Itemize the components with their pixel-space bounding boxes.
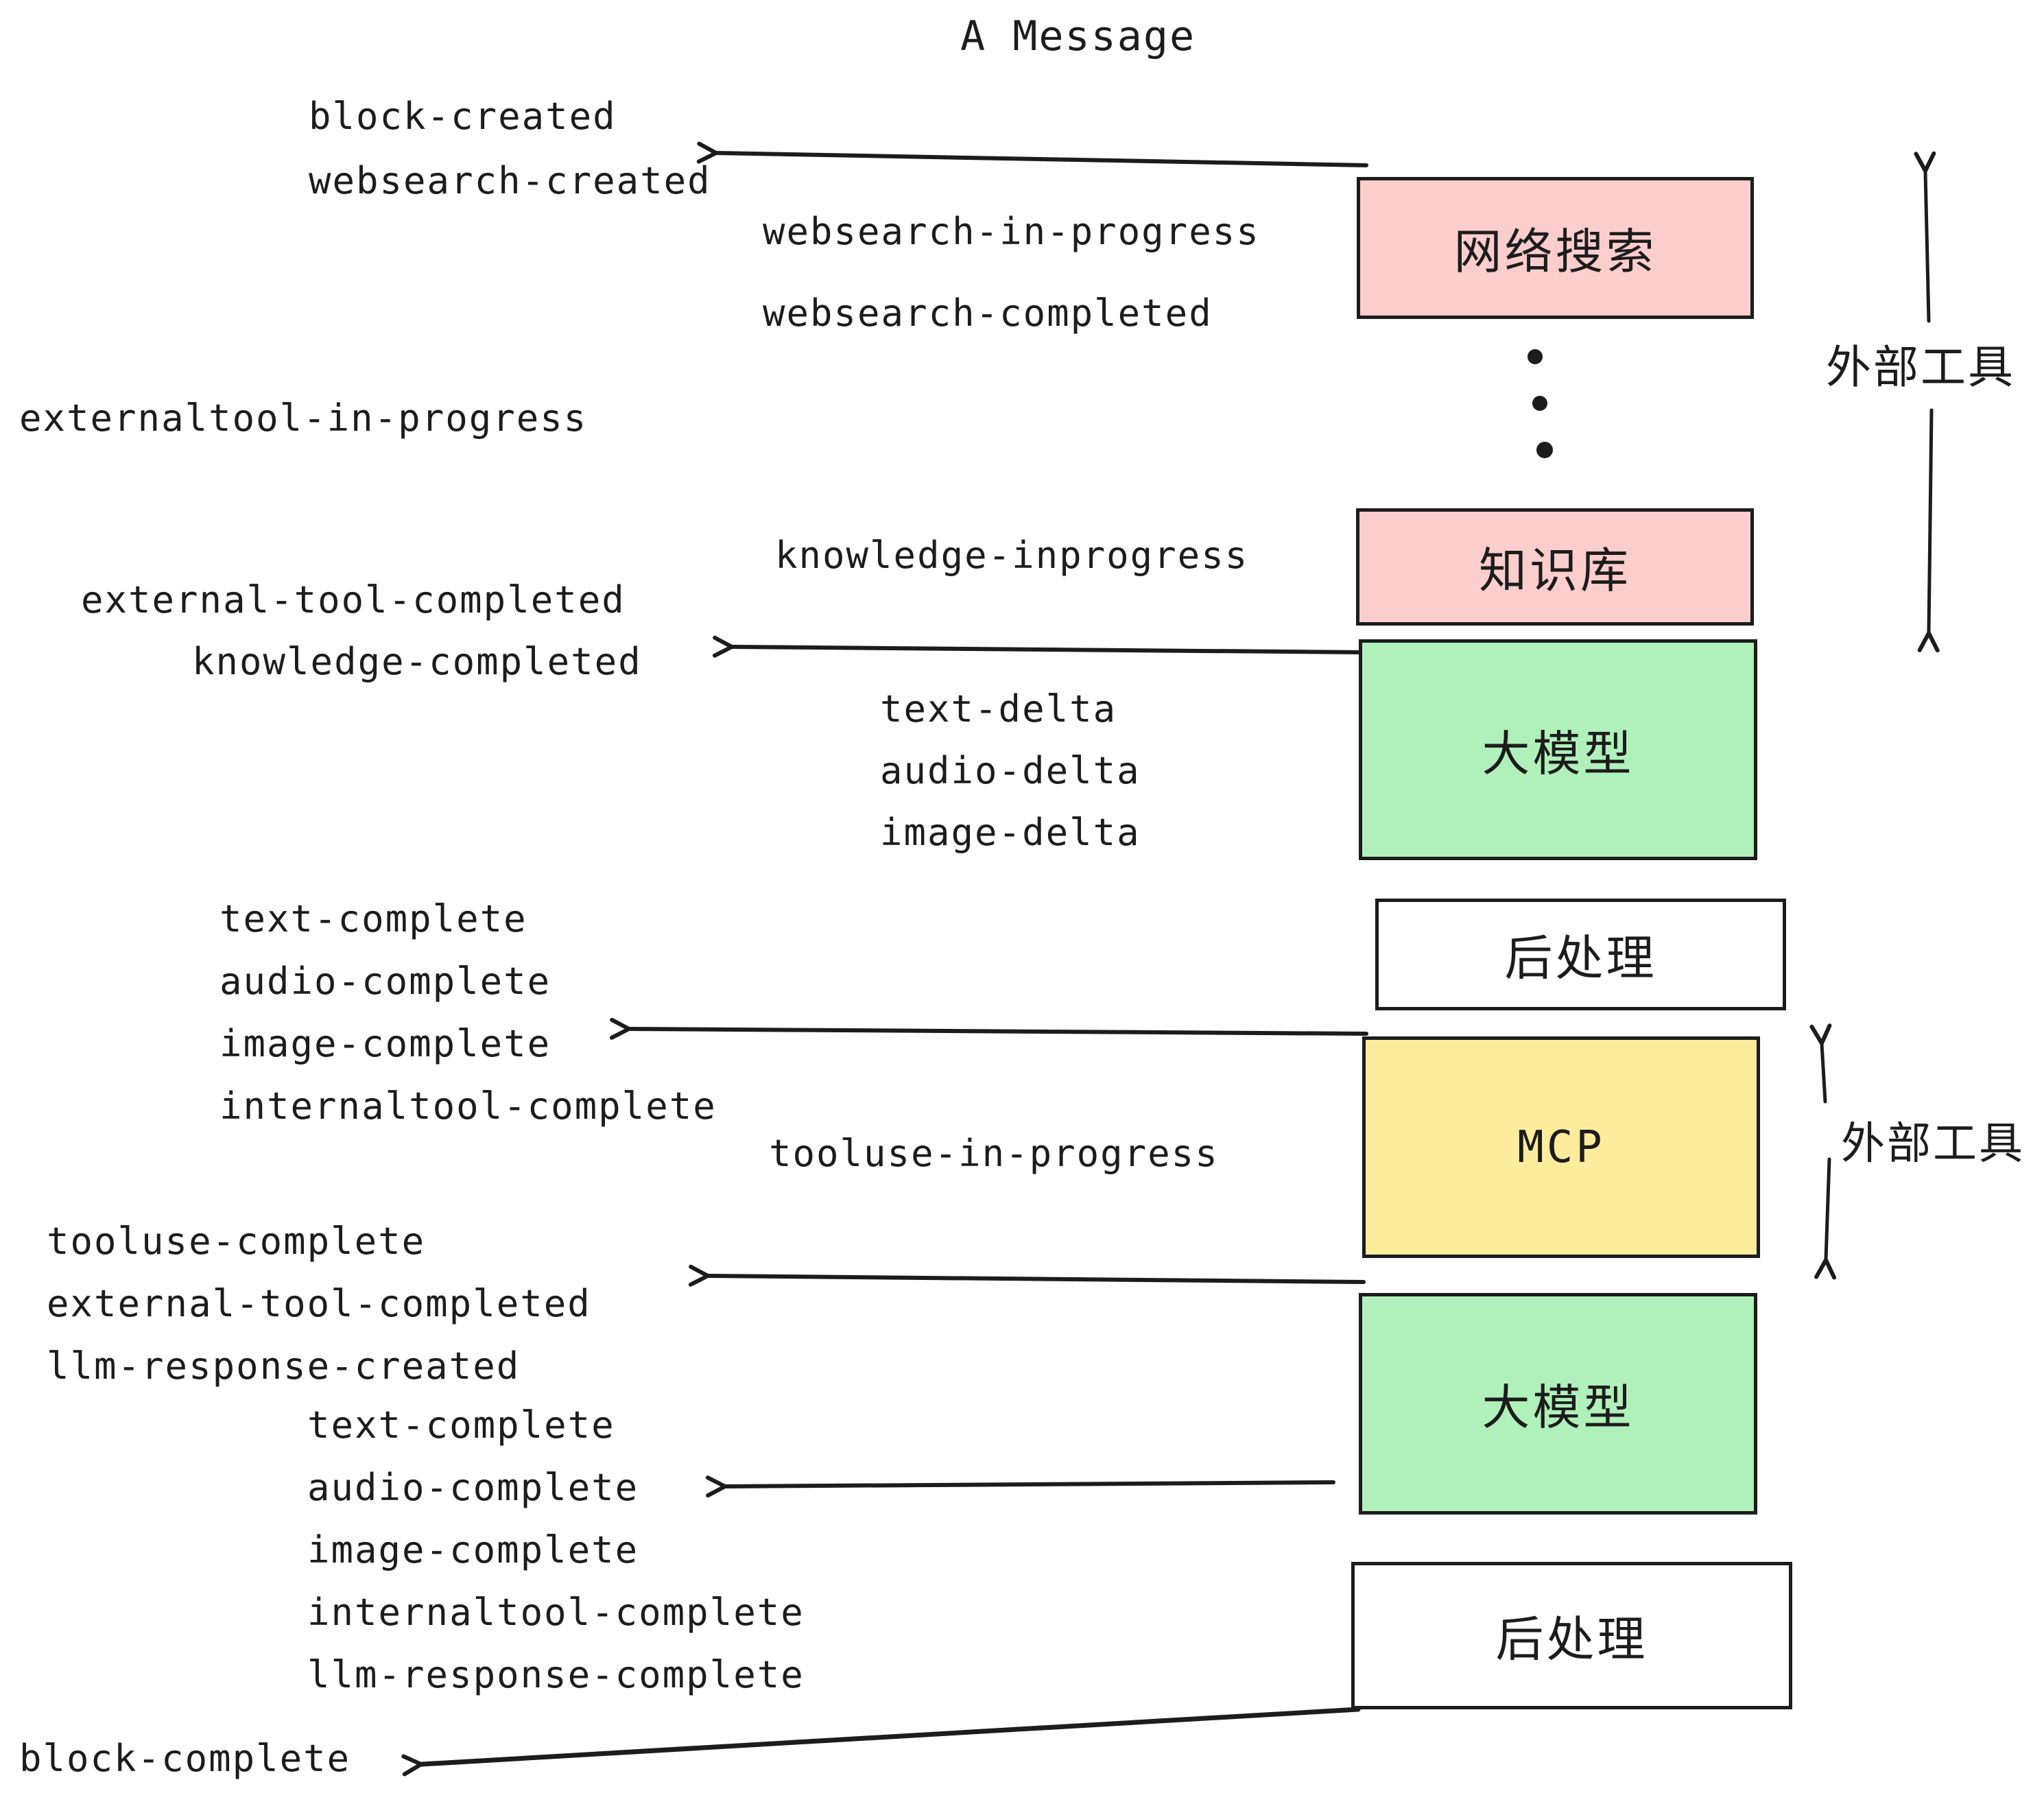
event-audio-complete-1: audio-complete [219, 960, 551, 1003]
event-llm-response-complete: llm-response-complete [307, 1653, 805, 1696]
arrow-image-complete [609, 1017, 1368, 1040]
arrow-tooluse-complete [688, 1264, 1366, 1287]
box-post-process-1: 后处理 [1375, 899, 1786, 1010]
box-post-process-1-label: 后处理 [1504, 930, 1657, 986]
box-post-process-2: 后处理 [1351, 1562, 1792, 1709]
event-internaltool-complete-2: internaltool-complete [307, 1591, 805, 1634]
arrow-audio-complete [705, 1475, 1335, 1498]
box-mcp-label: MCP [1517, 1121, 1605, 1173]
box-llm-2-label: 大模型 [1482, 1379, 1635, 1436]
event-image-delta-1: image-delta [880, 811, 1141, 854]
diagram-title: A Message [960, 12, 1196, 60]
event-knowledge-completed: knowledge-completed [192, 640, 642, 683]
box-knowledge-base-label: 知识库 [1479, 543, 1631, 599]
event-knowledge-inprogress: knowledge-inprogress [775, 534, 1249, 577]
event-external-tool-completed: external-tool-completed [81, 578, 626, 621]
event-text-complete-1: text-complete [219, 897, 527, 940]
arrow-external-tools-down [1917, 408, 1940, 653]
ellipsis-dots-icon [1528, 349, 1553, 458]
box-knowledge-base: 知识库 [1356, 508, 1754, 626]
event-tooluse-complete: tooluse-complete [47, 1220, 426, 1263]
event-audio-complete-2: audio-complete [307, 1466, 639, 1509]
event-websearch-created: websearch-created [309, 159, 711, 202]
event-websearch-completed: websearch-completed [763, 292, 1213, 335]
box-llm-2: 大模型 [1359, 1293, 1757, 1515]
box-post-process-2-label: 后处理 [1495, 1611, 1648, 1667]
event-block-complete: block-complete [19, 1737, 351, 1780]
arrow-mcp-tools-down [1814, 1157, 1837, 1280]
box-web-search-label: 网络搜索 [1453, 224, 1657, 280]
event-text-delta-1: text-delta [880, 687, 1117, 731]
box-web-search: 网络搜索 [1357, 177, 1754, 319]
event-websearch-in-progress: websearch-in-progress [763, 210, 1260, 253]
event-llm-response-created: llm-response-created [47, 1344, 521, 1388]
event-tooluse-in-progress: tooluse-in-progress [769, 1132, 1219, 1175]
side-label-external-tools-mcp: 外部工具 [1841, 1119, 2025, 1170]
event-internaltool-complete-1: internaltool-complete [219, 1084, 717, 1128]
event-external-tool-completed-2: external-tool-completed [47, 1282, 591, 1325]
side-label-external-tools-top: 外部工具 [1826, 341, 2015, 394]
event-text-complete-2: text-complete [307, 1403, 615, 1447]
event-audio-delta-1: audio-delta [880, 749, 1141, 792]
arrow-external-tools-up [1914, 151, 1936, 323]
box-llm-1-label: 大模型 [1482, 725, 1635, 782]
event-block-created: block-created [309, 95, 617, 138]
event-externaltool-in-progress: externaltool-in-progress [19, 396, 588, 440]
arrow-mcp-tools-up [1809, 1023, 1832, 1104]
arrow-block-complete [401, 1707, 1361, 1777]
box-llm-1: 大模型 [1359, 639, 1757, 860]
arrow-block-created [696, 141, 1368, 167]
box-mcp: MCP [1362, 1036, 1760, 1258]
arrow-knowledge-completed [712, 635, 1364, 658]
event-image-complete-2: image-complete [307, 1528, 639, 1571]
event-image-complete-1: image-complete [219, 1022, 551, 1065]
